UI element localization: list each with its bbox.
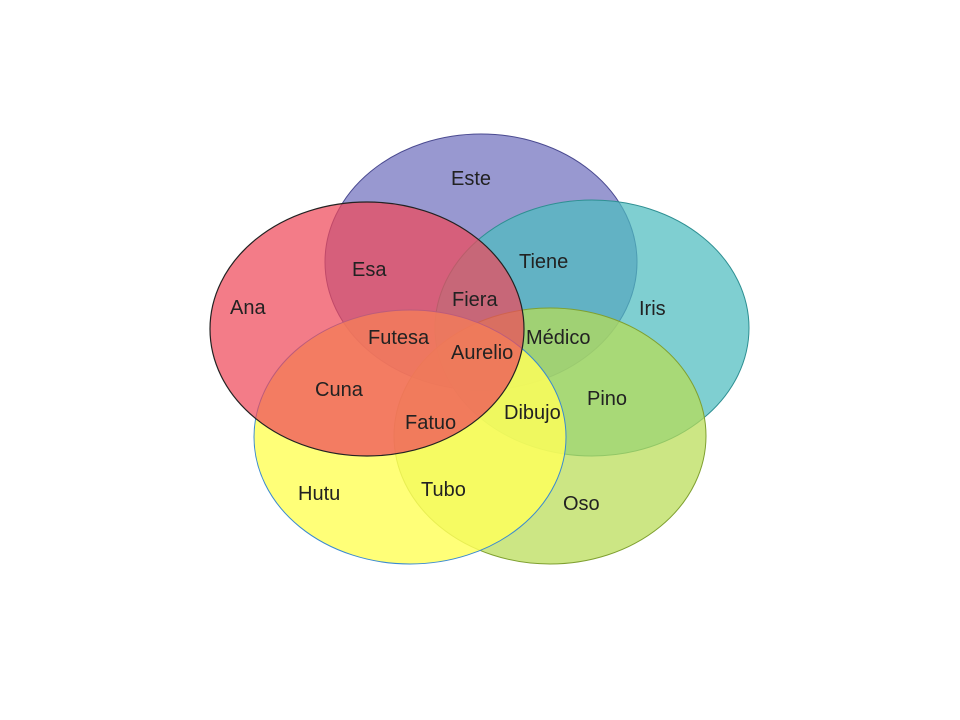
label-pino: Pino xyxy=(587,388,627,410)
label-dibujo: Dibujo xyxy=(504,402,561,424)
set-red-circle xyxy=(209,201,525,457)
label-aurelio: Aurelio xyxy=(451,342,513,364)
label-tiene: Tiene xyxy=(519,251,568,273)
label-fiera: Fiera xyxy=(452,289,498,311)
label-futesa: Futesa xyxy=(368,327,430,349)
label-este: Este xyxy=(451,168,491,190)
label-iris: Iris xyxy=(639,298,666,320)
label-ana: Ana xyxy=(230,297,266,319)
label-esa: Esa xyxy=(352,259,387,281)
label-cuna: Cuna xyxy=(315,379,364,401)
label-oso: Oso xyxy=(563,493,600,515)
label-tubo: Tubo xyxy=(421,479,466,501)
label-medico: Médico xyxy=(526,327,590,349)
label-fatuo: Fatuo xyxy=(405,412,456,434)
label-hutu: Hutu xyxy=(298,483,340,505)
